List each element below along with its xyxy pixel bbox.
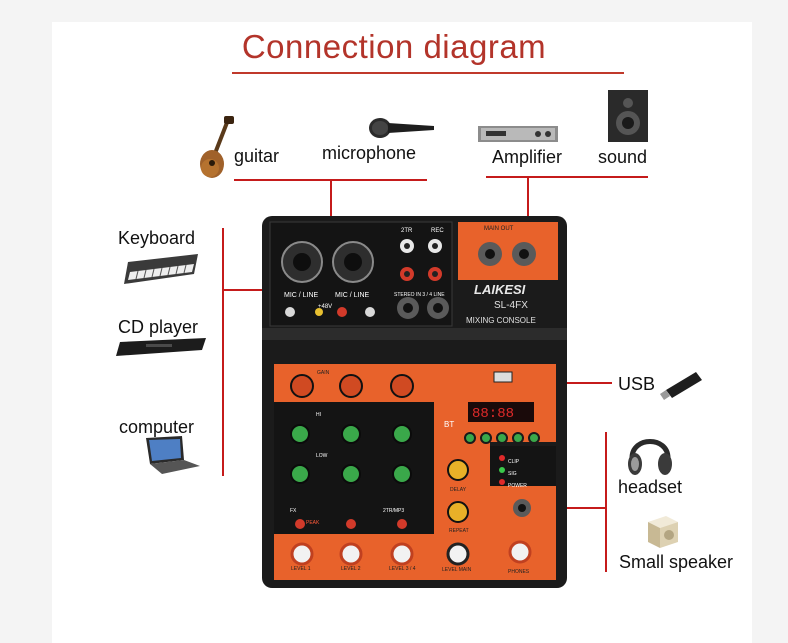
headset-label: headset [618, 477, 683, 497]
delay-label: DELAY [450, 487, 467, 493]
power-label: POWER [508, 483, 527, 489]
peak-label: PEAK [306, 520, 320, 526]
bt-label: BT [444, 420, 455, 429]
input-drop-line [330, 180, 332, 246]
right-vertical-line [605, 432, 607, 572]
repeat-label: REPEAT [449, 528, 469, 534]
small-speaker-label: Small speaker [619, 552, 734, 572]
xlr-input-1 [281, 241, 323, 283]
computer-label: computer [119, 417, 195, 437]
microphone-icon [369, 118, 434, 138]
mixer-subtitle: MIXING CONSOLE [466, 316, 536, 325]
fx-3-label: 2TR/MP3 [383, 508, 405, 514]
phones-label: PHONES [508, 569, 530, 575]
mixer-console: 88:88 [262, 216, 567, 588]
phantom-label: +48V [318, 304, 333, 310]
sound-label: sound [598, 147, 648, 167]
level-2-label: LEVEL 2 [341, 566, 361, 572]
cd-player-icon [116, 338, 206, 356]
microphone-label: microphone [322, 143, 417, 163]
level-3-label: LEVEL 3 / 4 [389, 566, 416, 572]
usb-stick-icon [660, 372, 702, 400]
title-underline [232, 72, 624, 74]
headset-icon [628, 439, 672, 475]
keyboard-icon [124, 254, 198, 284]
sig-label: SIG [508, 471, 517, 477]
guitar-icon [200, 116, 234, 178]
fx-label: FX [290, 508, 297, 514]
level-main-label: LEVEL MAIN [442, 567, 472, 573]
mic-line-2-label: MIC / LINE [335, 292, 370, 299]
output-drop-line [527, 177, 529, 243]
hi-label: HI [316, 412, 321, 418]
small-speaker-icon [648, 516, 678, 548]
stereo-in-label: STEREO IN 3 / 4 LINE [394, 292, 445, 298]
mic-line-1-label: MIC / LINE [284, 292, 319, 299]
gain-label: GAIN [317, 370, 330, 376]
usb-label: USB [618, 374, 656, 394]
rca-jacks [400, 239, 442, 281]
main-out-label: MAIN OUT [484, 226, 514, 232]
clip-label: CLIP [508, 459, 520, 465]
top-right-bracket-line [486, 176, 648, 178]
speaker-icon [608, 90, 648, 142]
low-label: LOW [316, 453, 328, 459]
page-title: Connection diagram [241, 28, 547, 65]
two-tr-label: 2TR [401, 228, 413, 234]
svg-text:88:88: 88:88 [472, 406, 514, 422]
amplifier-label: Amplifier [492, 147, 563, 167]
mixer-brand: LAIKESI [474, 282, 526, 297]
keyboard-label: Keyboard [118, 228, 196, 248]
level-1-label: LEVEL 1 [291, 566, 311, 572]
left-vertical-line [222, 228, 224, 476]
cd-player-label: CD player [118, 317, 199, 337]
rec-label: REC [431, 228, 444, 234]
guitar-label: guitar [234, 146, 280, 166]
laptop-icon [146, 436, 200, 474]
amplifier-icon [478, 126, 558, 142]
mixer-model: SL-4FX [494, 300, 528, 311]
xlr-input-2 [332, 241, 374, 283]
